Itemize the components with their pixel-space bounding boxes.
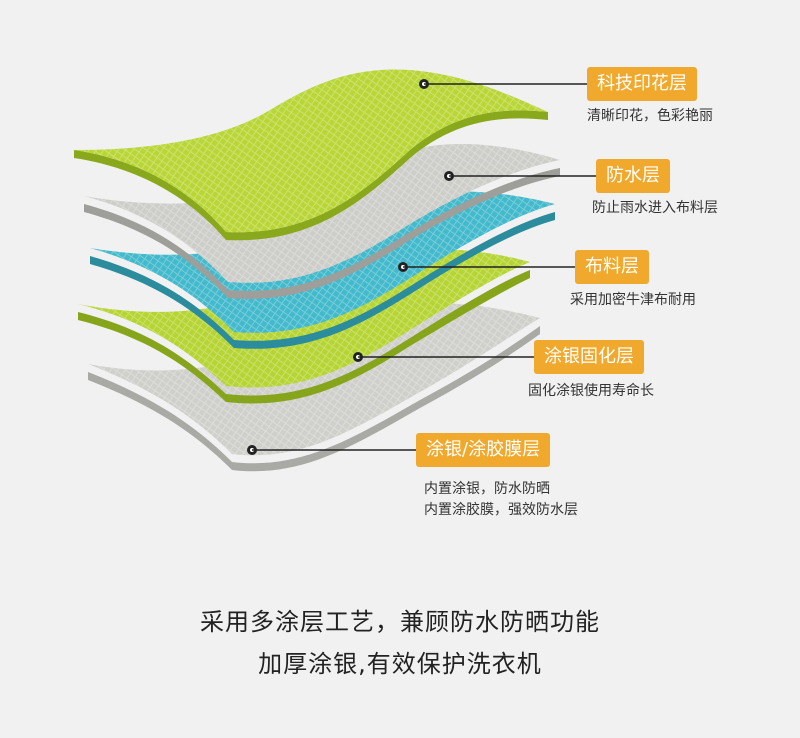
layer-desc-print: 清晰印花，色彩艳丽 — [587, 106, 713, 127]
layer-desc-fabric: 采用加密牛津布耐用 — [570, 290, 696, 311]
layer-desc-line: 固化涂银使用寿命长 — [528, 383, 654, 399]
layer-label-silver-cure: 涂银固化层 — [534, 340, 644, 374]
leader-line-5 — [247, 445, 416, 455]
layer-desc-line: 内置涂银，防水防晒 — [424, 481, 550, 497]
caption-line-2: 加厚涂银,有效保护洗衣机 — [258, 650, 542, 678]
layer-label-print: 科技印花层 — [587, 67, 697, 101]
leader-line-3 — [398, 262, 575, 272]
layer-desc-waterproof: 防止雨水进入布料层 — [592, 198, 718, 219]
leader-line-1 — [419, 79, 587, 89]
caption-line-1: 采用多涂层工艺，兼顾防水防晒功能 — [200, 608, 600, 636]
leader-line-2 — [444, 171, 596, 181]
layer-desc-line: 采用加密牛津布耐用 — [570, 292, 696, 308]
layer-desc-line: 清晰印花，色彩艳丽 — [587, 108, 713, 124]
layer-desc-line: 内置涂胶膜，强效防水层 — [424, 502, 578, 518]
layer-label-waterproof: 防水层 — [596, 159, 670, 193]
leader-line-4 — [353, 352, 534, 362]
layer-desc-line: 防止雨水进入布料层 — [592, 200, 718, 216]
layer-label-coating-film: 涂银/涂胶膜层 — [416, 433, 551, 467]
layer-print — [74, 69, 548, 241]
layer-desc-silver-cure: 固化涂银使用寿命长 — [528, 381, 654, 402]
layer-desc-coating-film: 内置涂银，防水防晒 内置涂胶膜，强效防水层 — [424, 479, 578, 521]
layer-coating-film — [88, 303, 540, 472]
layer-label-fabric: 布料层 — [575, 250, 649, 284]
